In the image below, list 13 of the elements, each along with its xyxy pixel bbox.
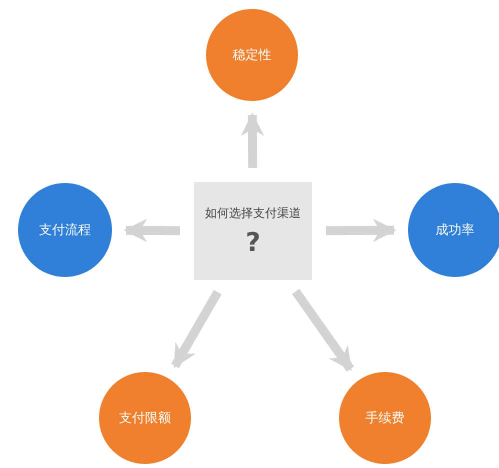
arrow [240,112,264,168]
arrow [292,288,354,372]
node-label: 如何选择支付渠道 [205,204,301,222]
arrow [171,290,222,368]
node-label: 支付流程 [39,222,91,239]
node-label: 支付限额 [119,410,171,427]
arrow [326,218,396,242]
node-label: 稳定性 [232,47,272,64]
question-box [194,182,312,280]
question-mark: ? [245,228,261,258]
arrow [124,218,180,242]
node-label: 手续费 [366,410,404,427]
node-label: 成功率 [436,222,474,239]
